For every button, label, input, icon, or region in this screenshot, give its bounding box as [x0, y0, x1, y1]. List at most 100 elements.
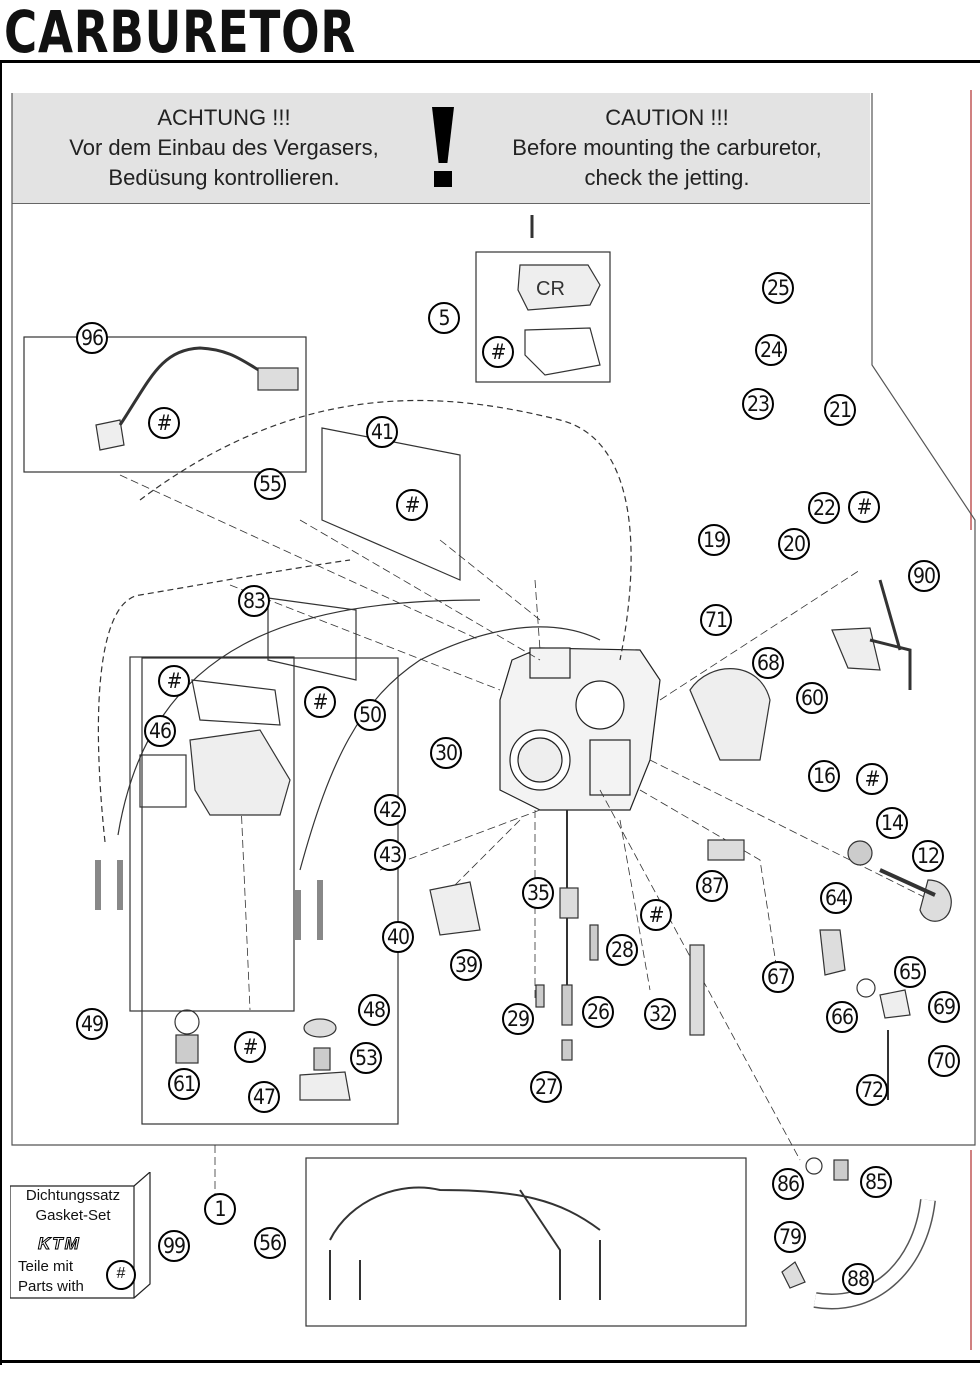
kit-parts-english: Parts with [18, 1278, 84, 1295]
page-edge-mark [970, 90, 972, 530]
gasket-marker-6: # [304, 686, 336, 718]
carburetor-body [499, 647, 661, 811]
frame-bottom-rule [0, 1360, 980, 1363]
float-bowl-o-ring [174, 1009, 200, 1035]
callout-24: 24 [755, 334, 787, 366]
callout-42: 42 [374, 794, 406, 826]
intake-hose-inner [813, 1199, 935, 1308]
hot-start-plunger [707, 839, 745, 861]
callout-61: 61 [168, 1068, 200, 1100]
gasket-marker-3: # [396, 489, 428, 521]
throttle-pulley [919, 879, 952, 922]
leader-lines [119, 474, 931, 1195]
top-cover [517, 264, 601, 311]
throttle-position-sensor-box [23, 336, 307, 473]
float-bowl-gasket [191, 679, 281, 726]
cable-tube [869, 579, 912, 690]
linkage-lever [819, 929, 846, 976]
needle-clip [559, 887, 579, 919]
float-bowl [189, 729, 291, 816]
callout-90: 90 [908, 560, 940, 592]
hose-clamp [781, 1261, 806, 1289]
callout-43: 43 [374, 839, 406, 871]
fuel-screw [535, 984, 545, 1008]
caution-german-line-1: Vor dem Einbau des Vergasers, [69, 135, 379, 160]
gasket-marker-1: # [482, 336, 514, 368]
page-title: CARBURETOR [4, 0, 356, 66]
gasket-marker-7: # [856, 763, 888, 795]
callout-19: 19 [698, 524, 730, 556]
callout-60: 60 [796, 682, 828, 714]
caution-german-heading: ACHTUNG !!! [157, 105, 291, 130]
callout-96: 96 [76, 322, 108, 354]
callout-28: 28 [606, 934, 638, 966]
drain-hose-set [329, 1186, 601, 1300]
callout-12: 12 [912, 840, 944, 872]
drain-plug [175, 1034, 199, 1064]
gasket-marker-5: # [158, 665, 190, 697]
callout-30: 30 [430, 737, 462, 769]
float-bowl-lower-box [141, 657, 399, 1125]
banjo-bolt [833, 1159, 849, 1181]
callout-79: 79 [774, 1221, 806, 1253]
page-edge-mark-lower [970, 1150, 972, 1350]
callout-64: 64 [820, 882, 852, 914]
callout-50: 50 [354, 699, 386, 731]
callout-47: 47 [248, 1081, 280, 1113]
caution-english-line-1: Before mounting the carburetor, [512, 135, 822, 160]
tps-connector [257, 367, 299, 391]
callout-14: 14 [876, 807, 908, 839]
tps-sensor [95, 419, 125, 451]
callout-99: 99 [158, 1230, 190, 1262]
callout-72: 72 [856, 1074, 888, 1106]
caution-english-line-2: check the jetting. [584, 165, 750, 190]
main-outline [11, 93, 976, 1146]
callout-55: 55 [254, 468, 286, 500]
choke-lever [429, 881, 481, 936]
gasket-marker-4: # [848, 491, 880, 523]
main-jet [561, 1039, 573, 1061]
callout-21: 21 [824, 394, 856, 426]
banjo-washer [805, 1157, 823, 1175]
pilot-jet [589, 924, 599, 961]
caution-english-heading: CAUTION !!! [605, 105, 729, 130]
frame-left-rule [0, 60, 2, 1365]
gasket-marker-2: # [148, 407, 180, 439]
gasket-kit-box: Dichtungssatz Gasket-Set KTM Teile mit P… [10, 1172, 151, 1302]
vent-hose-3 [299, 626, 601, 871]
callout-16: 16 [808, 760, 840, 792]
callout-20: 20 [778, 528, 810, 560]
callout-35: 35 [522, 877, 554, 909]
callout-69: 69 [928, 991, 960, 1023]
callout-22: 22 [808, 492, 840, 524]
linkage-cam [879, 989, 911, 1019]
kit-label-german: Dichtungssatz [25, 1187, 121, 1204]
callout-86: 86 [772, 1168, 804, 1200]
linkage-spring [856, 978, 876, 998]
callout-39: 39 [450, 949, 482, 981]
callout-88: 88 [842, 1263, 874, 1295]
title-rule [0, 60, 980, 63]
callout-70: 70 [928, 1045, 960, 1077]
callout-46: 46 [144, 715, 176, 747]
callout-48: 48 [358, 994, 390, 1026]
hose-kit-box [305, 1157, 747, 1327]
caution-banner: ACHTUNG !!! Vor dem Einbau des Vergasers… [12, 93, 870, 204]
kit-gasket-marker: # [106, 1260, 136, 1290]
top-cover-label: CR [536, 278, 565, 300]
callout-40: 40 [382, 921, 414, 953]
callout-1: 1 [204, 1193, 236, 1225]
vent-hose [97, 559, 351, 843]
callout-85: 85 [860, 1166, 892, 1198]
accelerator-cover [299, 1071, 351, 1101]
callout-67: 67 [762, 961, 794, 993]
throttle-spring [847, 840, 873, 866]
idle-jet-box [267, 597, 357, 681]
diaphragm-spring [313, 1047, 331, 1071]
callout-25: 25 [762, 272, 794, 304]
ktm-logo: KTM [38, 1234, 81, 1254]
cable-bracket [831, 627, 881, 671]
callout-83: 83 [238, 585, 270, 617]
callout-87: 87 [696, 870, 728, 902]
kit-parts-german: Teile mit [18, 1258, 74, 1275]
